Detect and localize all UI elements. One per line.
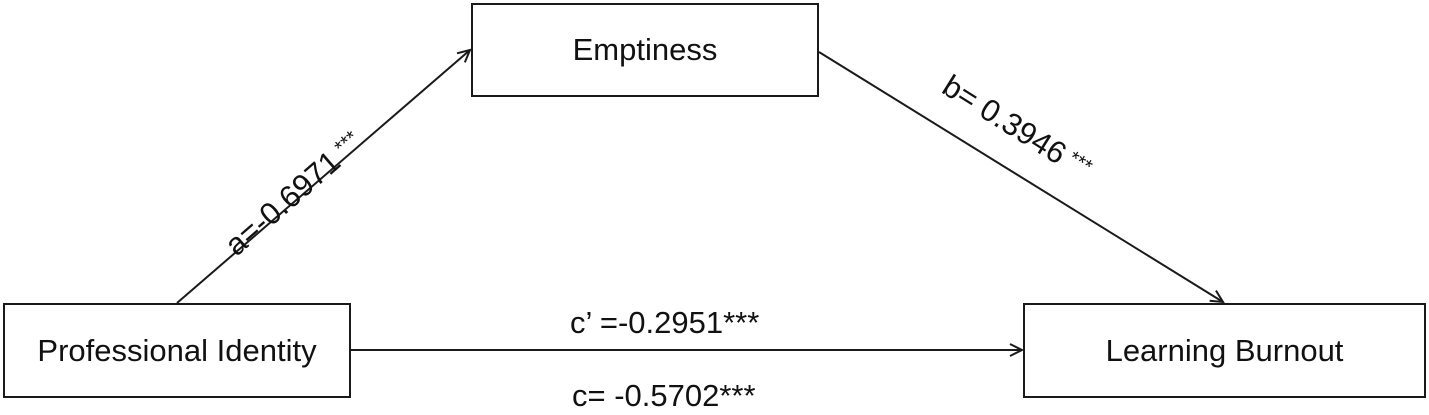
node-professional-identity-label: Professional Identity	[37, 332, 317, 368]
path-a-arrow	[176, 50, 470, 304]
node-learning-burnout-label: Learning Burnout	[1105, 332, 1344, 368]
node-professional-identity: Professional Identity	[3, 303, 351, 398]
node-learning-burnout: Learning Burnout	[1023, 303, 1426, 398]
node-emptiness-label: Emptiness	[572, 32, 718, 67]
node-emptiness: Emptiness	[471, 3, 819, 97]
path-c-total-coefficient: c= -0.5702***	[572, 378, 756, 413]
path-c-prime-coefficient: c’ =-0.2951***	[570, 305, 760, 340]
path-b-arrow	[818, 51, 1223, 302]
